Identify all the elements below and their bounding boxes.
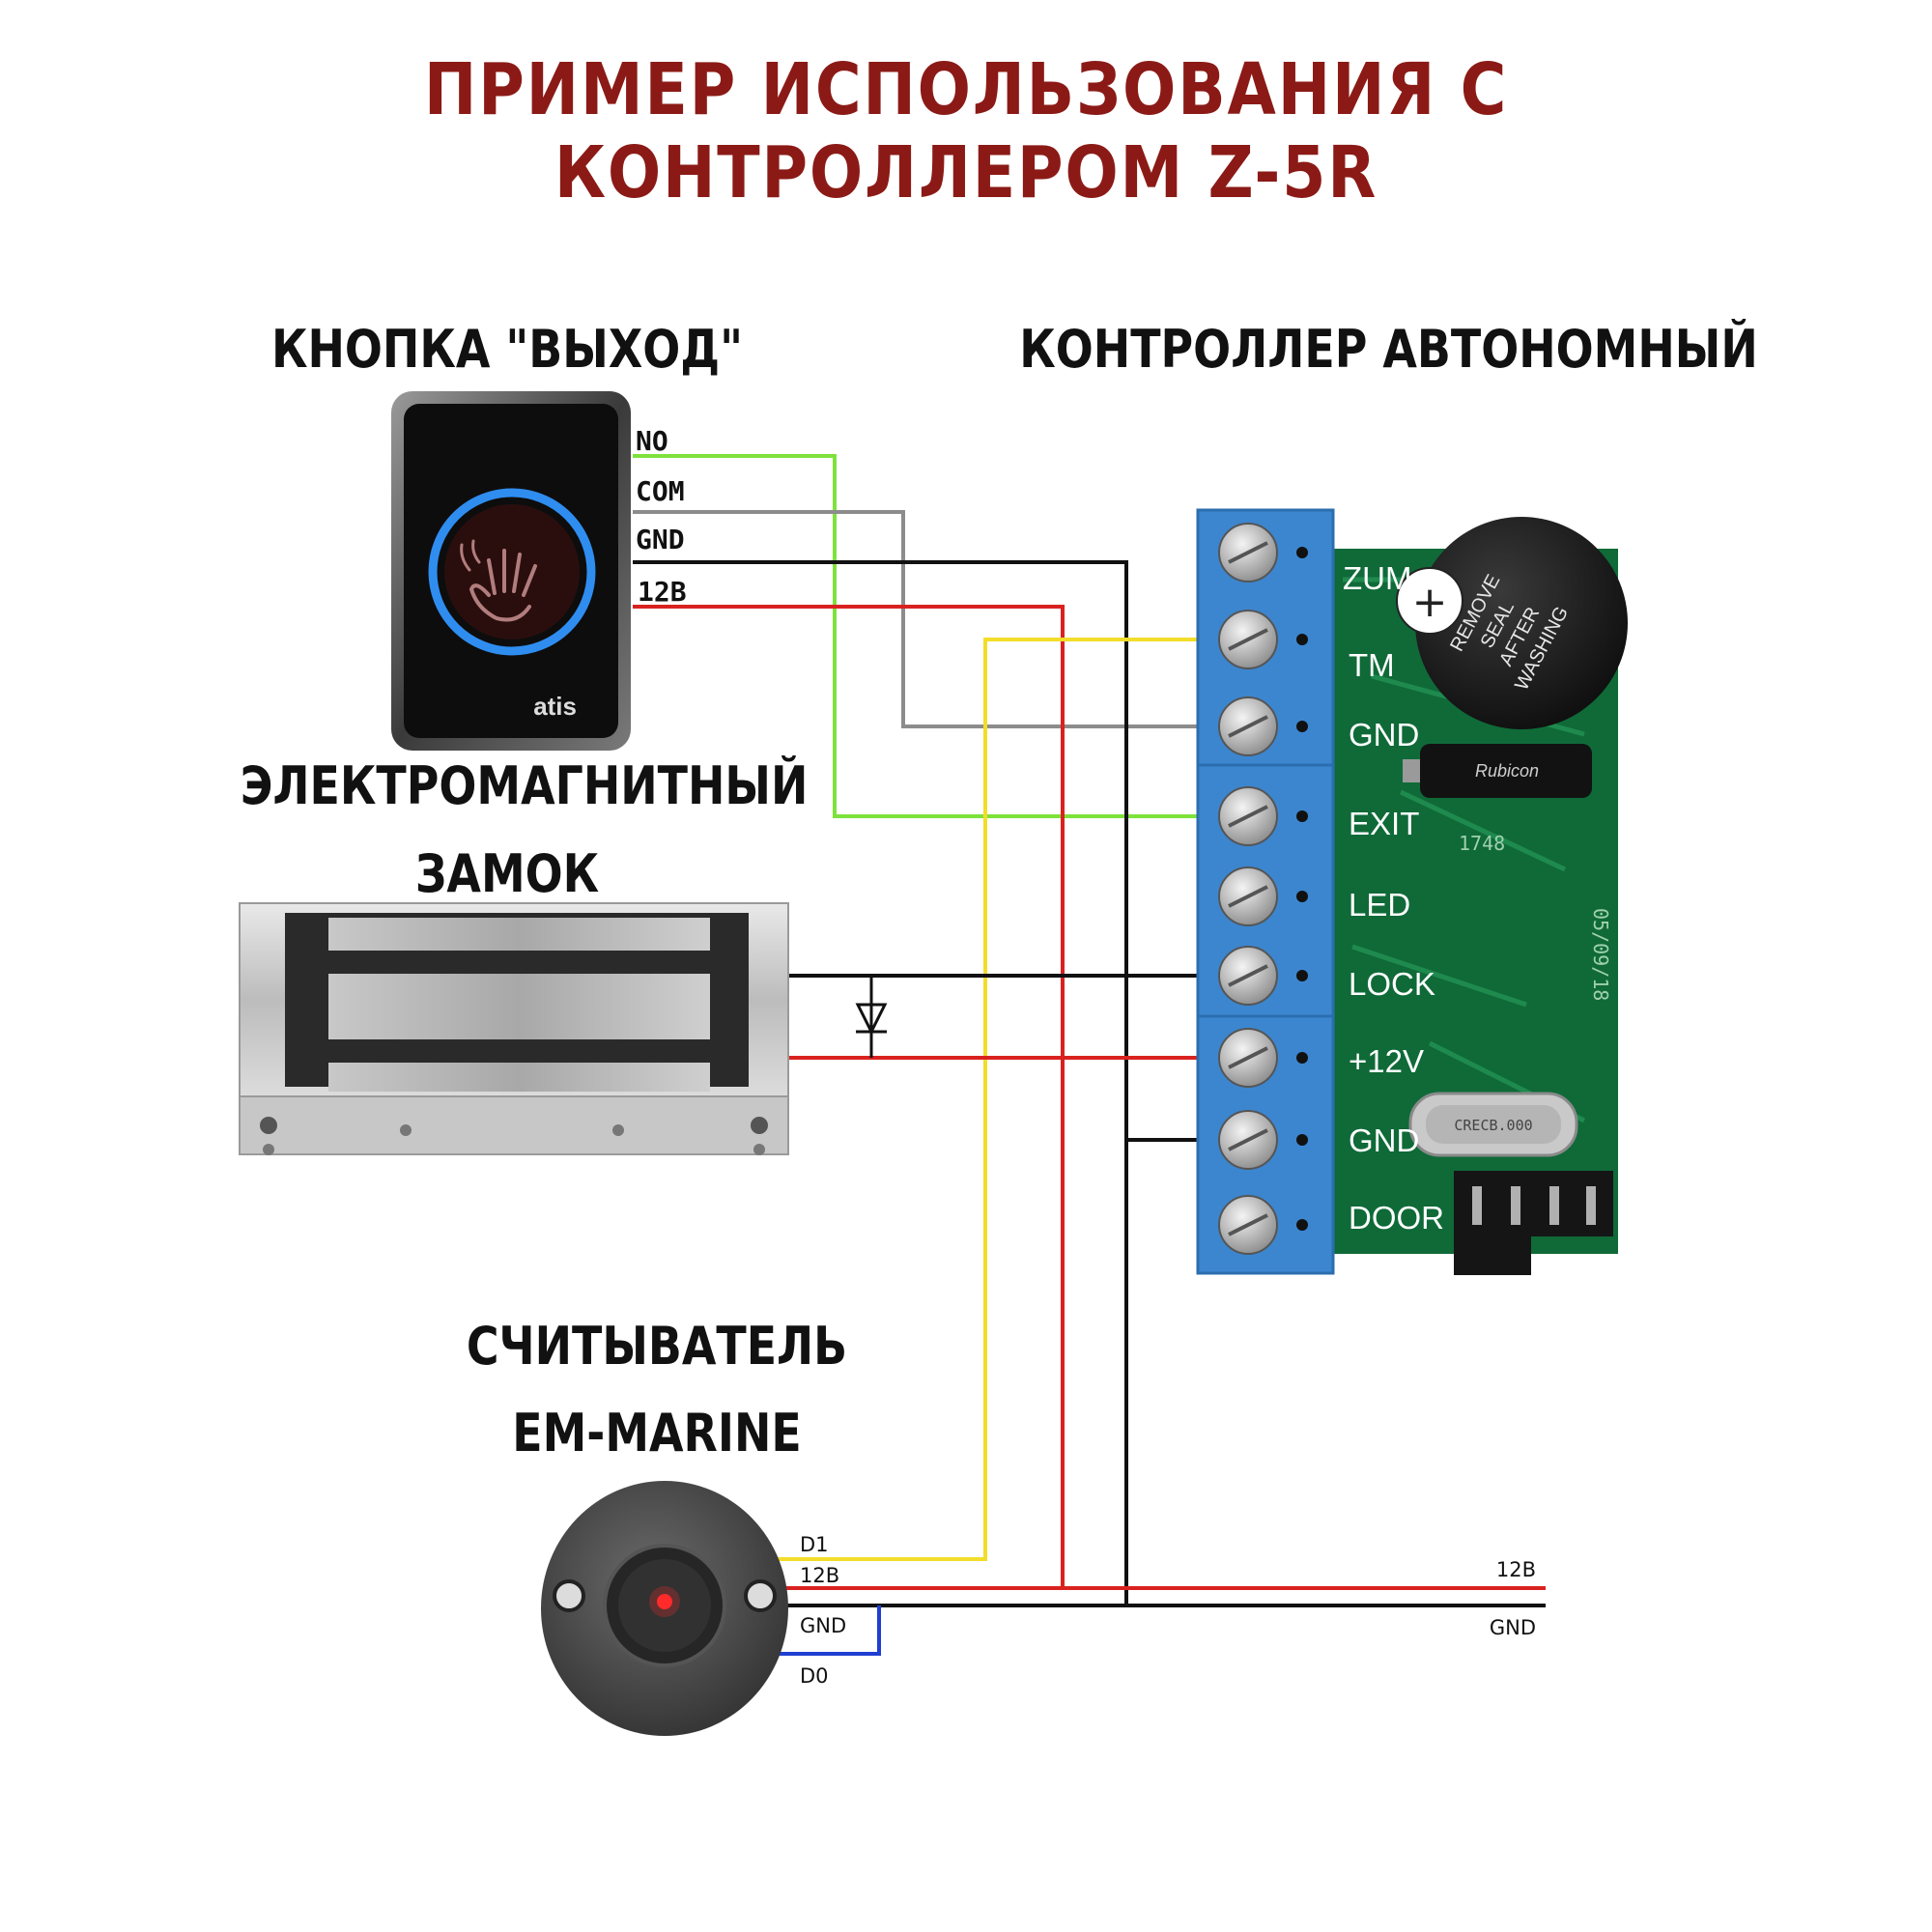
diode-icon (855, 976, 888, 1058)
magnetic-lock-device (239, 902, 789, 1155)
hand-icon (460, 539, 537, 622)
wire-blue-d0 (773, 1605, 881, 1656)
terminal-label-lock: LOCK (1349, 966, 1435, 1002)
screw-icon (1218, 696, 1308, 756)
capacitor-label: Rubicon (1475, 761, 1539, 781)
page-title: ПРИМЕР ИСПОЛЬЗОВАНИЯ С КОНТРОЛЛЕРОМ Z-5R (423, 48, 1509, 214)
wires (633, 454, 1546, 1656)
terminal-label-zum: ZUM (1343, 560, 1411, 596)
terminal-label-door: DOOR (1349, 1200, 1444, 1236)
screw-icon (1218, 610, 1308, 669)
controller-heading: КОНТРОЛЛЕР АВТОНОМНЫЙ (1019, 319, 1758, 380)
capacitor-icon: Rubicon (1403, 744, 1592, 798)
screw-icon (1218, 1028, 1308, 1088)
crystal-icon: CRECB.000 (1408, 1092, 1578, 1157)
label-gnd: GND (636, 524, 685, 555)
controller-board: 1748 05/09/18 + REMOVE SEAL AFTER WASHIN… (1196, 508, 1628, 1275)
power-label-12v: 12В (1496, 1558, 1536, 1581)
wire-green-no-exit (633, 454, 1198, 818)
label-no: NO (636, 425, 668, 457)
reader-label-d0: D0 (800, 1664, 829, 1688)
terminal-label-led: LED (1349, 887, 1410, 923)
reader-label-12v: 12В (800, 1564, 839, 1587)
exit-button-device: atis (391, 391, 631, 751)
screw-icon (1218, 786, 1308, 846)
label-12v: 12В (638, 576, 687, 608)
svg-text:+: + (1412, 578, 1448, 627)
pin-header-icon (1454, 1171, 1613, 1275)
date-code: 05/09/18 (1589, 908, 1612, 1001)
screw-icon (1218, 946, 1308, 1006)
wire-black-gnd-bus (633, 560, 1128, 1605)
lock-heading-line1: ЭЛЕКТРОМАГНИТНЫЙ (240, 755, 809, 816)
silk-code: 1748 (1459, 832, 1505, 855)
label-com: COM (636, 475, 685, 507)
terminal-label-12v: +12V (1349, 1043, 1424, 1079)
reader-label-gnd: GND (800, 1614, 846, 1637)
reader-heading-line1: СЧИТЫВАТЕЛЬ (466, 1316, 848, 1377)
wire-red-12v-bus (633, 605, 1065, 1588)
screw-icon (1218, 523, 1308, 582)
screw-icon (1218, 1195, 1308, 1255)
terminal-label-gnd2: GND (1349, 1122, 1419, 1158)
exit-button-heading: КНОПКА "ВЫХОД" (270, 319, 744, 380)
screw-icon (1218, 867, 1308, 926)
screw-icon (1218, 1110, 1308, 1170)
terminal-label-gnd1: GND (1349, 717, 1419, 753)
buzzer-icon: + REMOVE SEAL AFTER WASHING (1396, 517, 1628, 729)
wire-yellow-d1-tm (773, 638, 1198, 1561)
brand-logo: atis (533, 692, 577, 721)
lock-heading-line2: ЗАМОК (414, 843, 600, 904)
terminal-label-exit: EXIT (1349, 806, 1419, 841)
crystal-label: CRECB.000 (1454, 1117, 1532, 1134)
reader-heading-line2: EM-MARINE (512, 1403, 802, 1463)
terminal-screws (1218, 523, 1308, 1255)
power-label-gnd: GND (1490, 1616, 1536, 1639)
wire-grey-com-gnd (633, 510, 1198, 728)
reader-device (541, 1481, 788, 1736)
terminal-label-tm: TM (1349, 647, 1395, 683)
reader-label-d1: D1 (800, 1533, 829, 1556)
